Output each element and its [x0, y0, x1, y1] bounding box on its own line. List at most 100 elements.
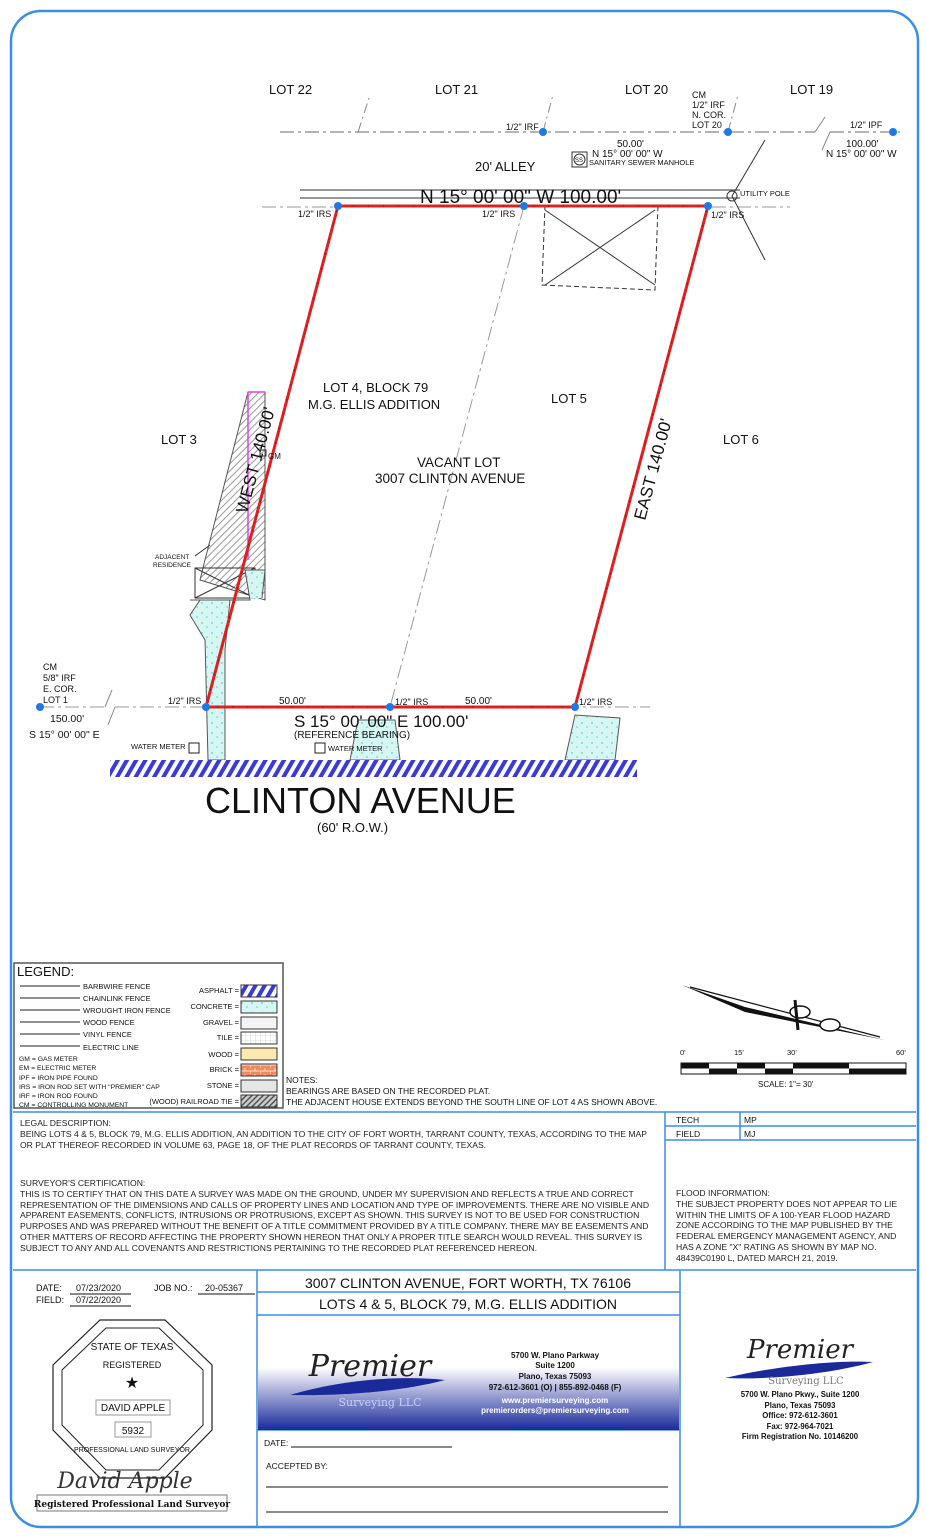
vacant-lot-address: 3007 CLINTON AVENUE: [375, 471, 525, 486]
legend: LEGEND: BARBWIRE FENCE CHAINLINK FENCE W…: [13, 962, 284, 1109]
legend-abbrev: IRS = IRON ROD SET WITH "PREMIER" CAP: [19, 1084, 160, 1091]
irs-label: 1/2" IRS: [298, 209, 331, 219]
reference-bearing: (REFERENCE BEARING): [294, 730, 410, 741]
adjacent-label: RESIDENCE: [153, 562, 192, 569]
title-block-grid: [13, 1111, 916, 1526]
cm-label: 1/2" IRF: [692, 100, 725, 110]
certification-text: THIS IS TO CERTIFY THAT ON THIS DATE A S…: [20, 1188, 650, 1253]
premier-sub: Surveying LLC: [339, 1396, 422, 1409]
surveyor-certification: SURVEYOR'S CERTIFICATION: THIS IS TO CER…: [20, 1178, 652, 1254]
legend-material: STONE =: [207, 1081, 240, 1090]
legend-title: LEGEND:: [17, 964, 74, 979]
alley-bearing: N 15° 00' 00" W: [592, 149, 663, 160]
lot-21-label: LOT 21: [435, 82, 478, 97]
legend-abbrev: CM = CONTROLLING MONUMENT: [19, 1102, 128, 1109]
scale-bar: 0' 15' 30' 60' SCALE: 1"= 30': [680, 1048, 907, 1089]
svg-text:★: ★: [125, 1375, 139, 1392]
cm-left-label: LOT 1: [43, 695, 68, 705]
adjacent-label: ADJACENT: [155, 554, 189, 561]
utility-pole-label: UTILITY POLE: [740, 189, 790, 198]
scale-tick: 15': [734, 1048, 744, 1057]
south-half-distance: 50.00': [279, 696, 306, 707]
property-address: 3007 CLINTON AVENUE, FORT WORTH, TX 7610…: [305, 1275, 631, 1291]
south-half-distance: 50.00': [465, 696, 492, 707]
legend-line-label: WROUGHT IRON FENCE: [83, 1006, 171, 1015]
lot-22-label: LOT 22: [269, 82, 312, 97]
flood-information: FLOOD INFORMATION: THE SUBJECT PROPERTY …: [676, 1188, 914, 1264]
seal-name: DAVID APPLE: [101, 1403, 166, 1414]
surveyor-seal: STATE OF TEXAS REGISTERED ★ DAVID APPLE …: [34, 1319, 230, 1512]
lot-3-label: LOT 3: [161, 432, 197, 447]
field-date-value: 07/22/2020: [76, 1295, 121, 1305]
premier-logo: Premier: [308, 1349, 433, 1384]
irs-label: 1/2" IRS: [579, 697, 612, 707]
firm-office: Office: 972-612-3601: [762, 1411, 838, 1420]
lot-5-label: LOT 5: [551, 391, 587, 406]
left-bearing: S 15° 00' 00" E: [29, 729, 100, 741]
seal-registered: REGISTERED: [103, 1360, 162, 1370]
cm-left-label: E. COR.: [43, 684, 77, 694]
vacant-lot-label: VACANT LOT: [417, 455, 501, 470]
field-date-label: FIELD:: [36, 1295, 64, 1305]
notes: NOTES: BEARINGS ARE BASED ON THE RECORDE…: [286, 1075, 657, 1107]
legend-abbrev: GM = GAS METER: [19, 1056, 78, 1063]
water-meter-icon: [314, 742, 326, 754]
scale-label: SCALE: 1"= 30': [758, 1080, 814, 1089]
lot-4-title: M.G. ELLIS ADDITION: [308, 397, 440, 412]
legend-line-label: VINYL FENCE: [83, 1030, 132, 1039]
flood-text: THE SUBJECT PROPERTY DOES NOT APPEAR TO …: [676, 1198, 898, 1263]
notes-title: NOTES:: [286, 1075, 318, 1085]
cm-left-label: 5/8" IRF: [43, 673, 76, 683]
street-name: CLINTON AVENUE: [205, 780, 516, 821]
lot-19-label: LOT 19: [790, 82, 833, 97]
job-value: 20-05367: [205, 1283, 243, 1293]
legal-text: BEING LOTS 4 & 5, BLOCK 79, M.G. ELLIS A…: [20, 1128, 647, 1150]
firm-address: Plano, Texas 75093: [765, 1401, 837, 1410]
irs-label: 1/2" IRS: [168, 696, 201, 706]
date-value: 07/23/2020: [76, 1283, 121, 1293]
svg-text:SS: SS: [575, 158, 583, 164]
legend-material: WOOD =: [208, 1050, 239, 1059]
job-label: JOB NO.:: [154, 1283, 193, 1293]
irf-label: 1/2" IRF: [506, 122, 539, 132]
tech-label: TECH: [676, 1115, 699, 1125]
legend-material: GRAVEL =: [203, 1018, 240, 1027]
legend-line-label: CHAINLINK FENCE: [83, 994, 151, 1003]
legend-abbrev: IPF = IRON PIPE FOUND: [19, 1075, 98, 1082]
firm-address: 5700 W. Plano Pkwy., Suite 1200: [741, 1390, 860, 1399]
banner-website[interactable]: www.premiersurveying.com: [501, 1396, 608, 1405]
lot-20-label: LOT 20: [625, 82, 668, 97]
note-line: THE ADJACENT HOUSE EXTENDS BEYOND THE SO…: [286, 1097, 657, 1107]
cm-label: LOT 20: [692, 120, 722, 130]
right-of-way: (60' R.O.W.): [317, 820, 388, 835]
legend-line-label: BARBWIRE FENCE: [83, 982, 151, 991]
alley-label: 20' ALLEY: [475, 159, 536, 174]
date-label: DATE:: [36, 1283, 62, 1293]
legal-title: LEGAL DESCRIPTION:: [20, 1118, 111, 1128]
cm-label: CM: [692, 90, 706, 100]
survey-points: [36, 128, 897, 711]
legend-abbrev: IRF = IRON ROD FOUND: [19, 1093, 98, 1100]
gas-meter-label: GM: [268, 452, 281, 461]
seal-state: STATE OF TEXAS: [91, 1342, 174, 1353]
sewer-manhole-icon: SS: [571, 151, 588, 168]
irs-label: 1/2" IRS: [482, 209, 515, 219]
firm-registration: Firm Registration No. 10146200: [742, 1432, 859, 1441]
legend-material: ASPHALT =: [199, 986, 240, 995]
company-banner: [258, 1316, 679, 1430]
right-distance: 100.00': [846, 139, 879, 150]
legend-material: BRICK =: [210, 1065, 240, 1074]
field-label: FIELD: [676, 1129, 700, 1139]
scale-tick: 0': [680, 1048, 686, 1057]
utility-pole-icon: [726, 190, 738, 202]
lot-6-label: LOT 6: [723, 432, 759, 447]
irs-label: 1/2" IRS: [395, 697, 428, 707]
scale-tick: 60': [896, 1048, 906, 1057]
ipf-label: 1/2" IPF: [850, 120, 883, 130]
seal-number: 5932: [122, 1426, 145, 1437]
water-meter-icon: [188, 742, 200, 754]
plat-map: LOT 22 LOT 21 LOT 20 LOT 19 1/2" IRF CM …: [29, 82, 900, 835]
banner-email[interactable]: premierorders@premiersurveying.com: [481, 1406, 629, 1415]
flood-title: FLOOD INFORMATION:: [676, 1188, 770, 1198]
